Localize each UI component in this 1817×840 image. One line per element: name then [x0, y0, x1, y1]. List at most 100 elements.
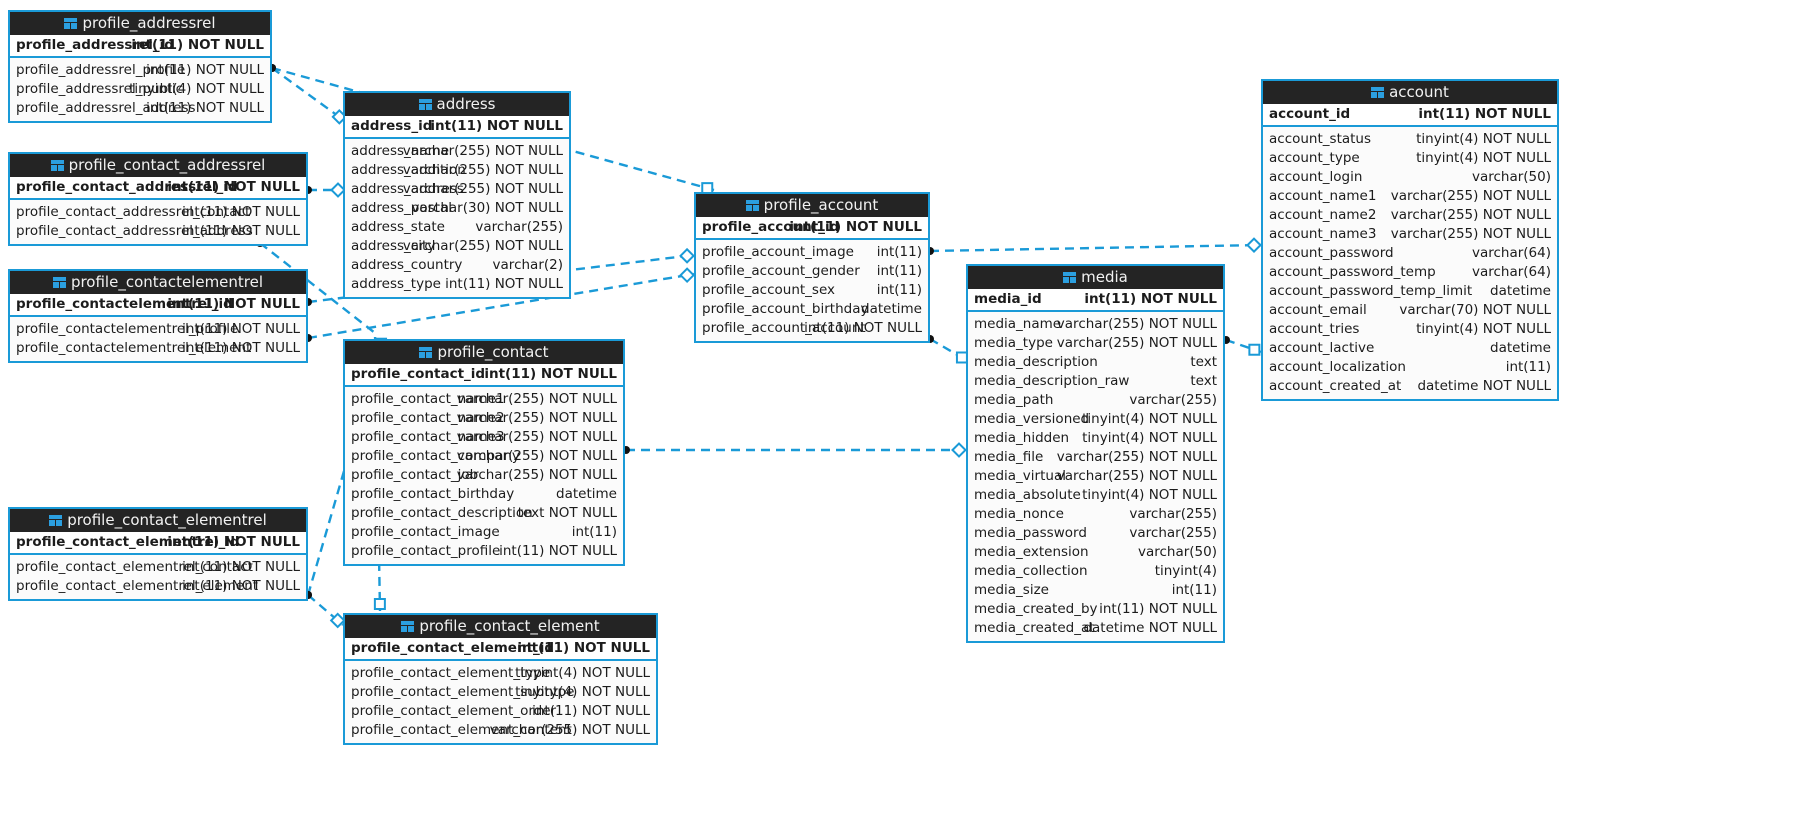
table-header[interactable]: profile_contact_element [345, 615, 656, 638]
field-type: int(11) NOT NULL [182, 321, 300, 337]
field-name: account_status [1269, 131, 1372, 147]
table-header[interactable]: media [968, 266, 1223, 289]
table-header[interactable]: profile_contactelementrel [10, 271, 306, 294]
table-header[interactable]: profile_addressrel [10, 12, 270, 35]
field-name: media_description_raw [974, 373, 1130, 389]
table-header[interactable]: account [1263, 81, 1557, 104]
table-header[interactable]: profile_contact_addressrel [10, 154, 306, 177]
table-header[interactable]: profile_contact [345, 341, 623, 364]
table-header[interactable]: profile_account [696, 194, 928, 217]
table-header[interactable]: profile_contact_elementrel [10, 509, 306, 532]
table-header[interactable]: address [345, 93, 569, 116]
field-type: varchar(50) [1471, 169, 1551, 185]
